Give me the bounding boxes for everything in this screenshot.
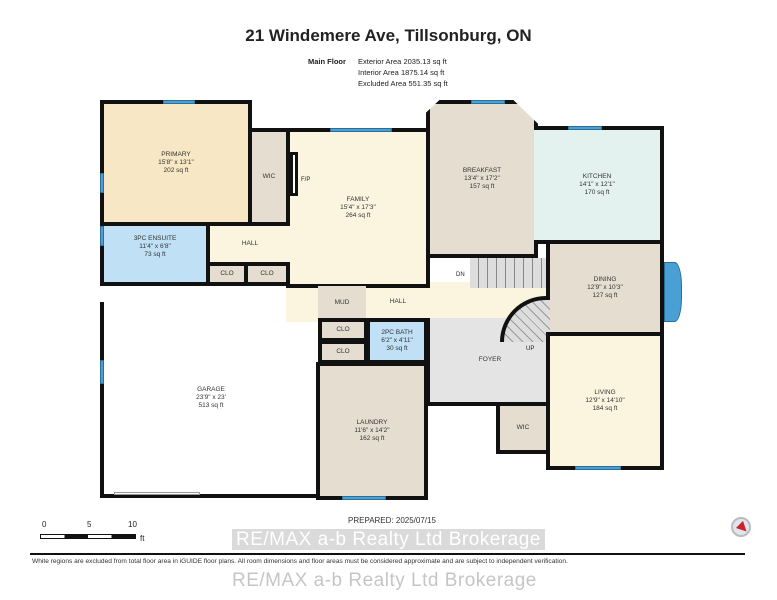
area-label: Exterior Area (358, 57, 402, 66)
garage-door (114, 492, 200, 495)
window (100, 173, 104, 193)
floor-label: Main Floor (308, 57, 346, 66)
scale-unit: ft (140, 534, 145, 543)
window (330, 128, 392, 132)
footer-divider (30, 553, 745, 555)
window (100, 226, 104, 246)
window (163, 100, 195, 104)
scale-tick-label: 0 (42, 520, 47, 529)
room-hall-upper: HALL (206, 222, 290, 266)
scale-bar: 0 5 10 ft (40, 520, 150, 544)
window (100, 360, 104, 384)
room-closet: CLO (318, 340, 368, 364)
fireplace-label: F/P (301, 177, 311, 183)
prepared-date: PREPARED: 2025/07/15 (348, 516, 436, 525)
bay-window (664, 262, 682, 322)
window (575, 466, 621, 470)
room-mud: MUD (318, 286, 366, 320)
room-closet: CLO (244, 262, 290, 286)
disclaimer: White regions are excluded from total fl… (32, 558, 568, 565)
window (568, 126, 602, 130)
room-closet: CLO (206, 262, 248, 286)
area-value: 551.35 sq ft (408, 79, 448, 88)
compass-icon (731, 517, 751, 537)
area-value: 1875.14 sq ft (400, 68, 445, 77)
staircase (470, 258, 546, 288)
room-wic-foyer: WIC (496, 402, 550, 454)
area-label: Interior Area (358, 68, 399, 77)
watermark-shadow: RE/MAX a-b Realty Ltd Brokerage (232, 570, 537, 591)
fireplace (290, 152, 298, 196)
scale-bar-graphic (40, 534, 136, 539)
room-wic: WIC (248, 128, 290, 226)
area-summary: Main Floor Exterior Area 2035.13 sq ft In… (308, 56, 448, 89)
scale-tick-label: 5 (87, 520, 92, 529)
plan-title: 21 Windemere Ave, Tillsonburg, ON (245, 26, 532, 45)
area-label: Excluded Area (358, 79, 407, 88)
stairs-down-label: DN (456, 272, 465, 278)
area-value: 2035.13 sq ft (403, 57, 447, 66)
room-closet: CLO (318, 318, 368, 342)
window (342, 496, 386, 500)
scale-tick-label: 10 (128, 520, 137, 529)
window (471, 100, 505, 104)
watermark: RE/MAX a-b Realty Ltd Brokerage (232, 529, 545, 550)
stairs-up-label: UP (526, 346, 535, 352)
